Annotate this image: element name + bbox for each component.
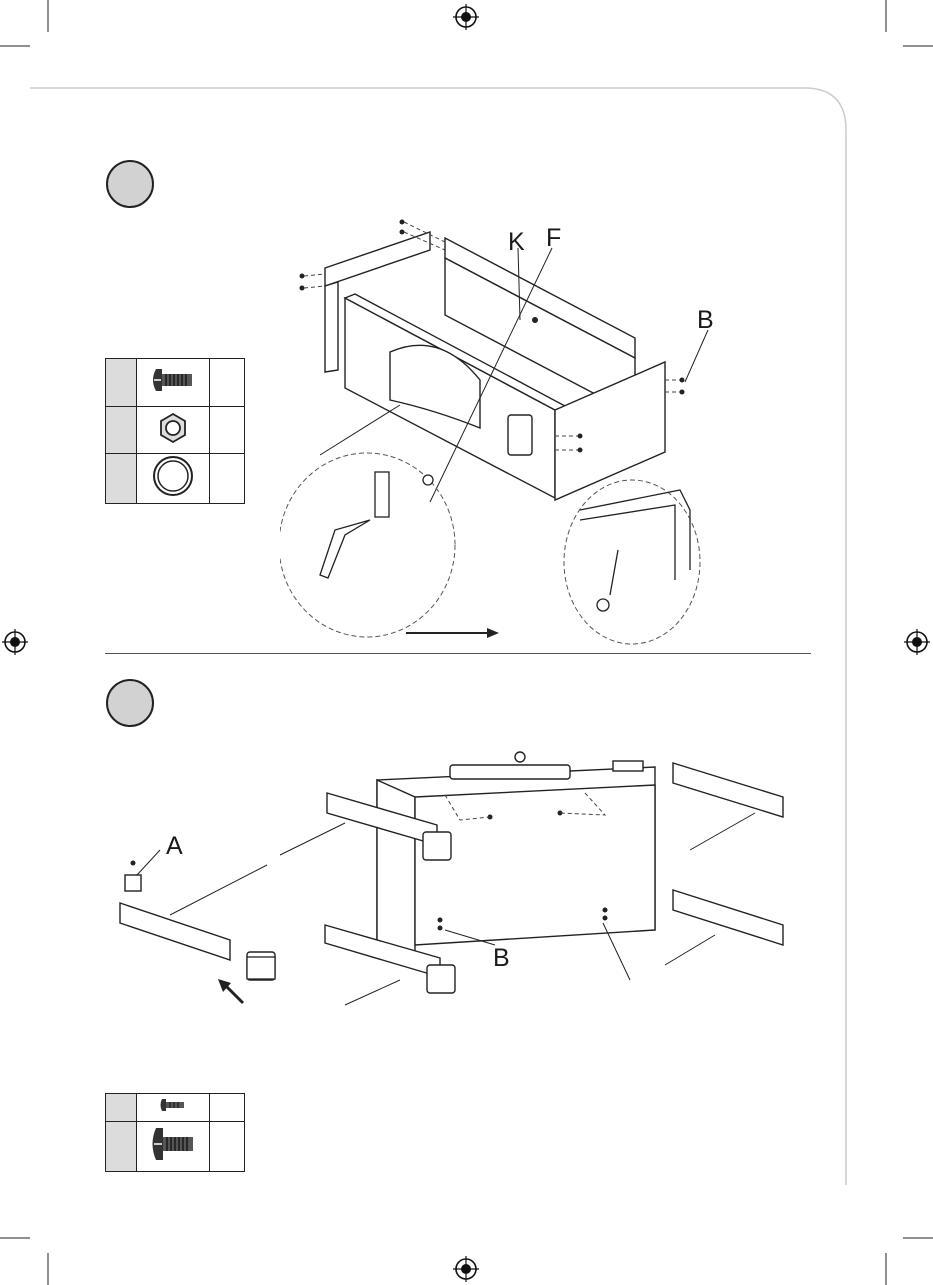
table-cell: [137, 1122, 210, 1172]
table-cell: [106, 1094, 137, 1122]
step-1-parts-table: [105, 358, 245, 504]
small-screw-icon: [158, 1096, 188, 1114]
step-2-parts-table: [105, 1093, 245, 1172]
table-cell: [106, 407, 137, 454]
table-cell: [137, 454, 210, 504]
step-2-circle: [106, 679, 154, 727]
step-2-illustration: [105, 745, 795, 1020]
table-cell: [106, 359, 137, 407]
label-F: F: [546, 226, 561, 251]
step-1-illustration: [280, 210, 710, 645]
table-cell: [210, 407, 245, 454]
table-cell: [137, 407, 210, 454]
nut-icon: [156, 411, 190, 445]
section-divider: [105, 653, 811, 654]
table-cell: [106, 454, 137, 504]
table-cell: [210, 1094, 245, 1122]
label-A: A: [166, 834, 183, 859]
table-cell: [210, 1122, 245, 1172]
step-1-circle: [106, 160, 154, 208]
registration-mark-right: [904, 629, 930, 655]
table-cell: [137, 1094, 210, 1122]
registration-mark-bottom: [453, 1256, 479, 1282]
washer-icon: [151, 454, 195, 498]
table-cell: [210, 454, 245, 504]
bolt-icon: [148, 365, 198, 395]
registration-mark-top: [453, 4, 479, 30]
bolt-icon: [148, 1124, 198, 1164]
registration-mark-left: [2, 629, 28, 655]
table-cell: [106, 1122, 137, 1172]
table-cell: [210, 359, 245, 407]
label-K: K: [508, 230, 525, 255]
label-B-step2: B: [493, 946, 510, 971]
table-cell: [137, 359, 210, 407]
label-B: B: [697, 308, 714, 333]
